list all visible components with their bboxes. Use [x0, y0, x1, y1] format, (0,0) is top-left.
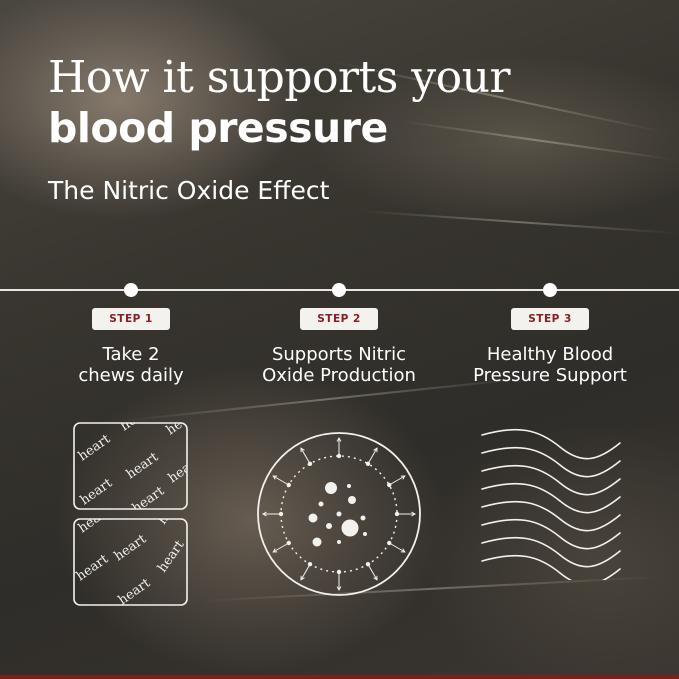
step2-label-line2: Oxide Production — [262, 365, 416, 386]
step3-label: Healthy Blood Pressure Support — [450, 344, 650, 386]
chews-illustration: heart heart heart heart heart heart hear… — [73, 421, 190, 608]
svg-text:heart: heart — [112, 531, 150, 564]
timeline-dot-step3 — [543, 283, 557, 297]
headline-line1: How it supports your — [48, 52, 511, 103]
bottom-accent-bar — [0, 675, 679, 679]
step3-label-line1: Healthy Blood — [486, 344, 614, 365]
svg-text:heart: heart — [130, 483, 168, 516]
svg-text:heart: heart — [78, 475, 116, 508]
subtitle: The Nitric Oxide Effect — [48, 176, 330, 205]
step2-label: Supports Nitric Oxide Production — [239, 344, 439, 386]
timeline-dot-step2 — [332, 283, 346, 297]
step1-badge: STEP 1 — [92, 308, 170, 330]
svg-text:heart: heart — [76, 431, 114, 464]
timeline-dot-step1 — [124, 283, 138, 297]
svg-text:heart: heart — [116, 575, 154, 608]
step3-badge: STEP 3 — [511, 308, 589, 330]
headline-line2: blood pressure — [48, 104, 388, 152]
step1-label: Take 2 chews daily — [31, 344, 231, 386]
chew-1-icon — [73, 422, 188, 510]
step3-label-line2: Pressure Support — [473, 365, 627, 386]
blood-flow-icon — [481, 428, 621, 580]
background-streak — [359, 210, 679, 235]
step1-label-line2: chews daily — [78, 365, 184, 386]
chew-2-icon — [73, 518, 188, 606]
svg-text:heart: heart — [74, 551, 112, 584]
svg-text:heart: heart — [164, 421, 190, 438]
svg-text:heart: heart — [155, 537, 188, 575]
step2-label-line1: Supports Nitric — [271, 344, 407, 365]
step1-label-line1: Take 2 — [102, 344, 160, 365]
step2-badge: STEP 2 — [300, 308, 378, 330]
svg-text:heart: heart — [124, 449, 162, 482]
nitric-oxide-icon — [257, 432, 421, 596]
